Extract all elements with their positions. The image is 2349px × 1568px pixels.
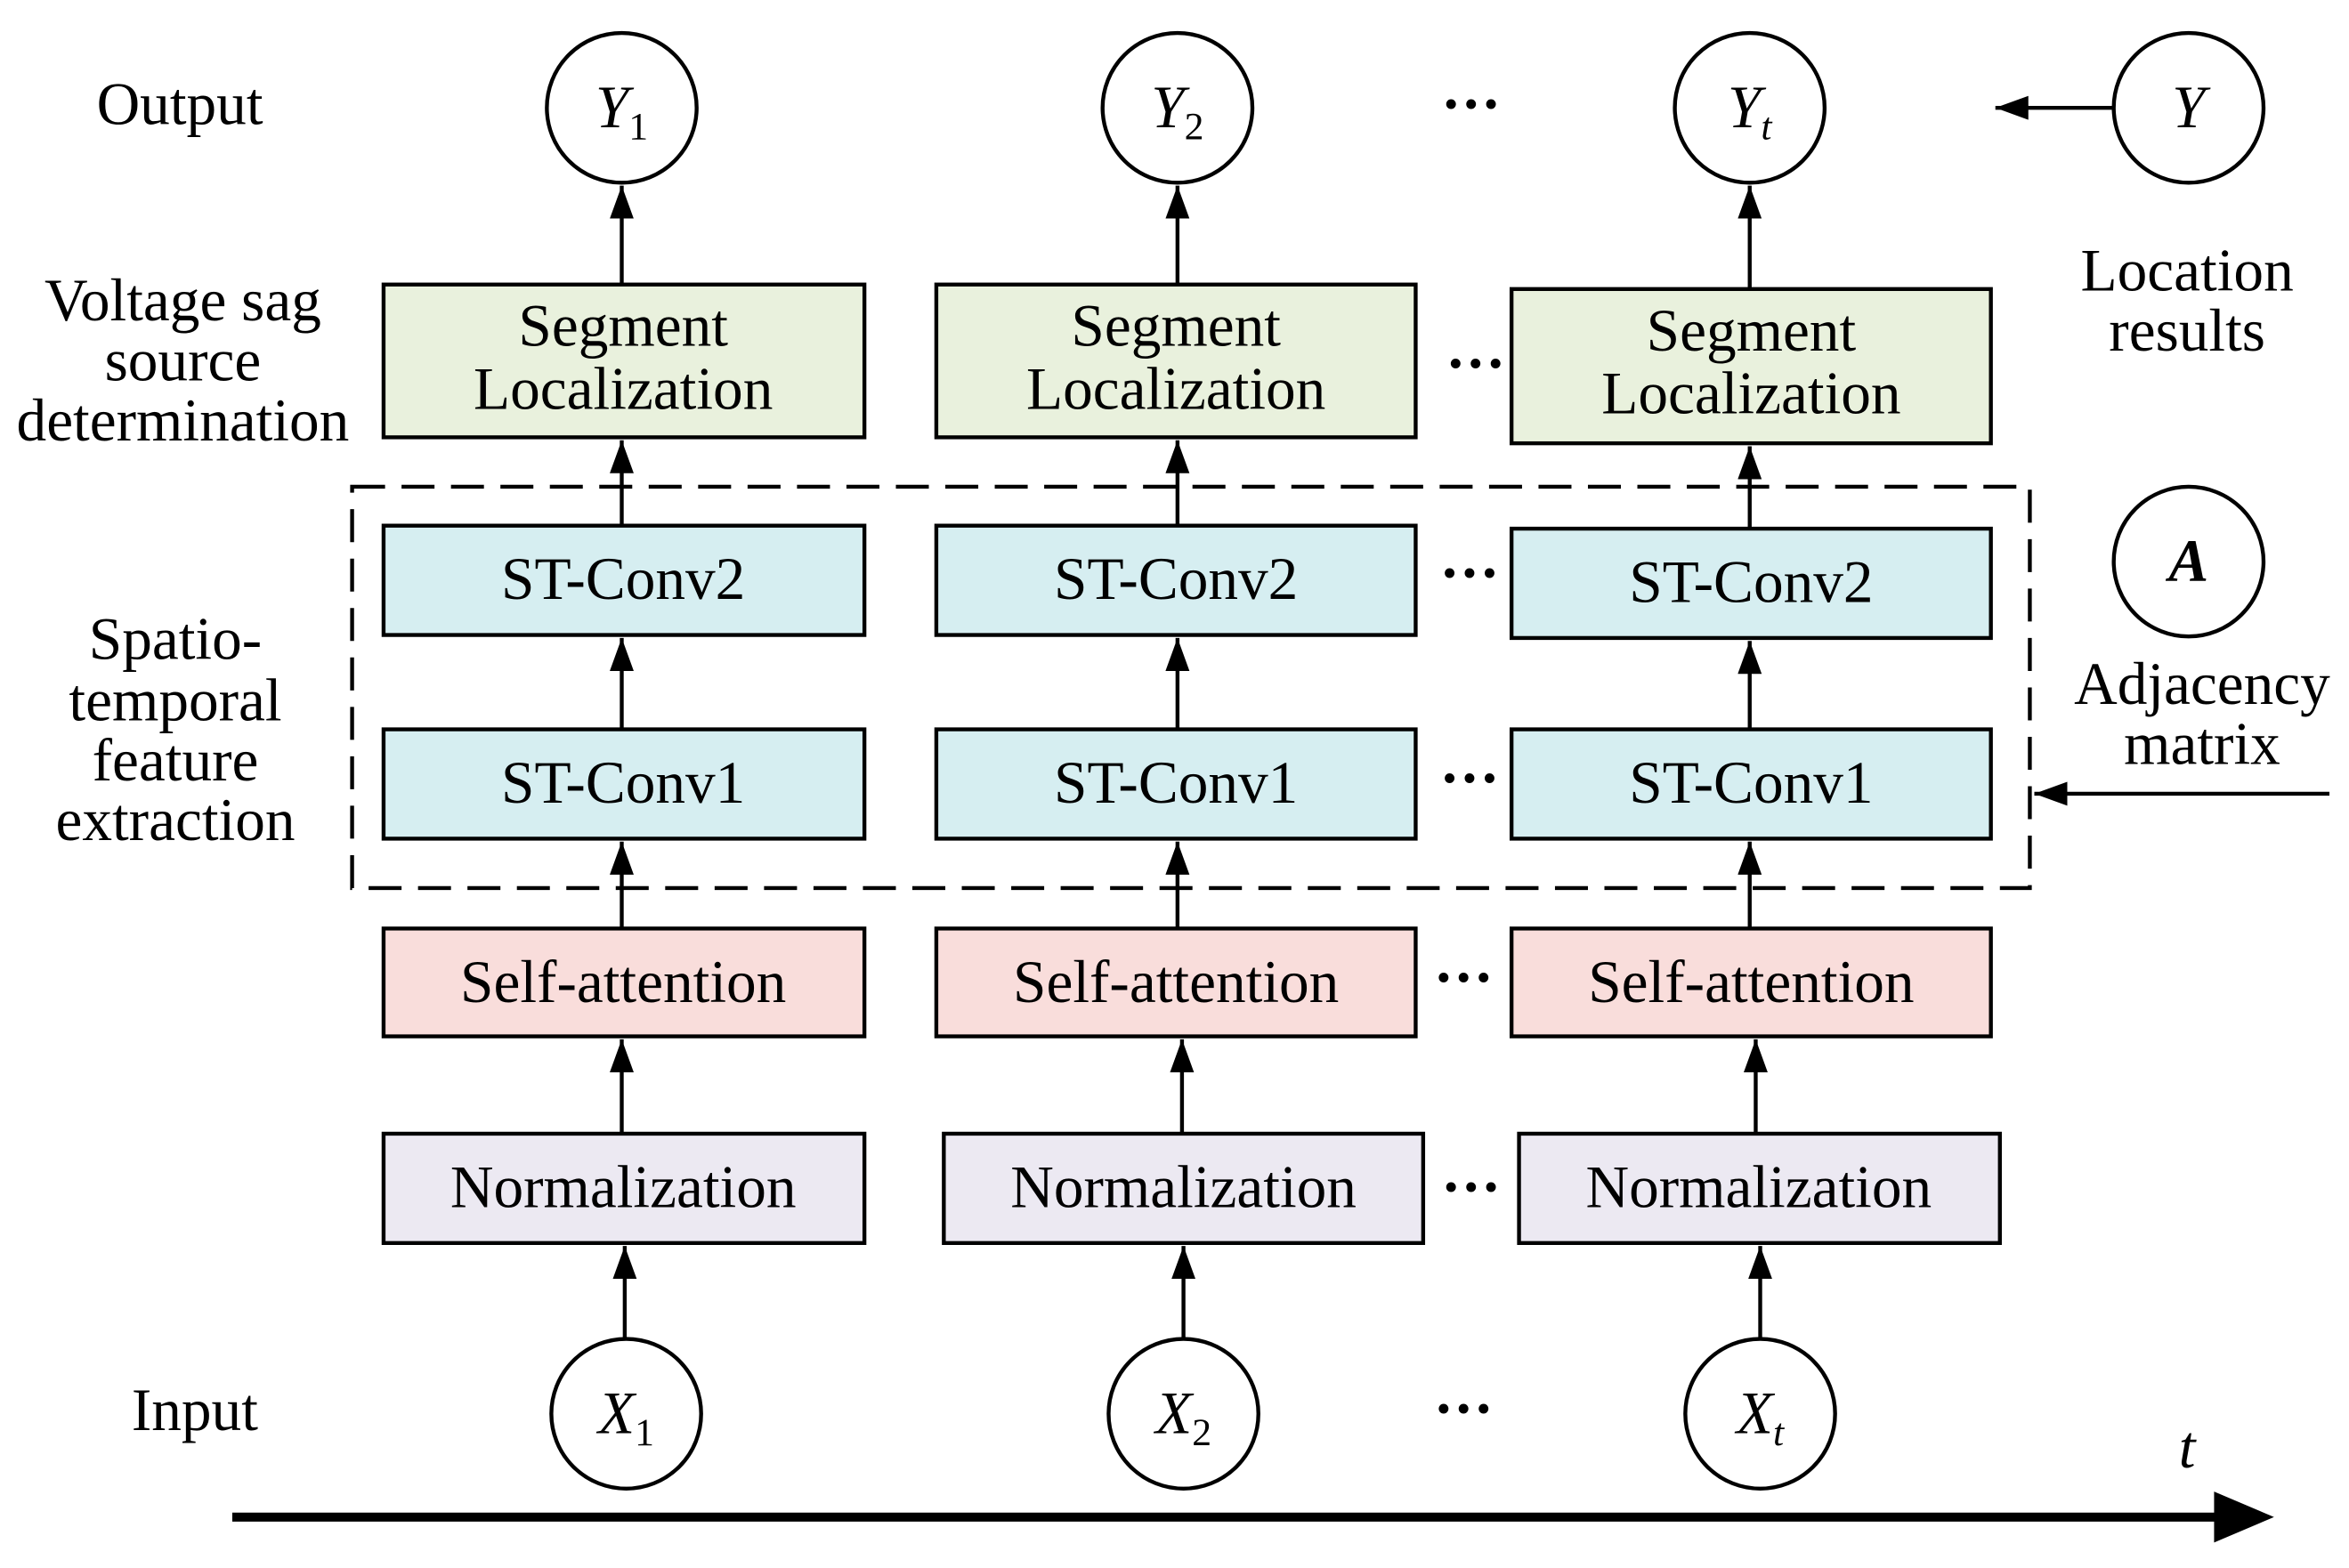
output-node-subscript: t [1761,106,1773,149]
st-conv2-box [934,523,1418,637]
st-conv1-label: ST-Conv1 [501,749,745,816]
st-conv1-label: ST-Conv1 [1054,749,1298,816]
column-1: Y1 Segment Localization ST-Conv2 ST-Conv… [381,30,867,1491]
time-axis-label: t [2179,1414,2198,1481]
st-conv2-box [381,523,867,637]
input-node-label: X2 [1153,1380,1211,1454]
output-node-letter: Y [595,74,635,141]
output-node-subscript: 1 [628,106,648,149]
input-node-letter: X [1153,1380,1195,1447]
segment-localization-line1: Segment [1647,297,1857,364]
segment-localization-box [381,282,867,440]
output-node [545,30,699,185]
self-attention-box [1509,926,1993,1039]
row-label-feature-line2: temporal [69,667,281,733]
row-label-input: Input [132,1377,258,1443]
input-node-letter: X [1734,1380,1776,1447]
location-label-line1: Location [2081,237,2294,303]
input-node-subscript: 1 [635,1411,654,1454]
normalization-box [942,1131,1426,1245]
st-conv1-box [934,727,1418,841]
normalization-box [381,1131,867,1245]
output-node-letter: Y [1151,74,1190,141]
self-attention-box [381,926,867,1039]
row-label-output: Output [97,71,263,138]
self-attention-label: Self-attention [1013,949,1339,1015]
row-label-determination-line3: determination [17,387,350,454]
input-node-subscript: t [1773,1411,1786,1454]
ellipsis-stconv2-row: ··· [1439,539,1499,606]
ellipsis-segment-row: ··· [1446,330,1505,397]
input-node [1106,1337,1260,1491]
segment-localization-line1: Segment [518,293,728,360]
adjacency-label-line1: Adjacency [2074,651,2330,717]
row-label-feature-line3: feature [93,727,259,794]
st-conv1-label: ST-Conv1 [1629,749,1873,816]
input-node [549,1337,703,1491]
input-node-subscript: 2 [1192,1411,1211,1454]
row-label-feature-line1: Spatio- [89,605,262,672]
st-conv1-box [381,727,867,841]
ellipses: ··· ··· ··· ··· ··· ··· ··· [1434,71,1506,1443]
input-node-label: X1 [595,1380,654,1454]
output-node-letter: Y [1728,74,1767,141]
segment-localization-line2: Localization [474,355,773,422]
row-label-determination-line2: source [105,327,262,393]
location-results: Y Location results [1995,30,2294,364]
ellipsis-selfattention-row: ··· [1434,944,1494,1011]
self-attention-label: Self-attention [460,949,786,1015]
normalization-box [1517,1131,2002,1245]
input-node-letter: X [595,1380,637,1447]
normalization-label: Normalization [450,1153,797,1220]
time-axis-arrowhead [2214,1491,2274,1543]
normalization-label: Normalization [1010,1153,1357,1220]
output-node [1673,30,1827,185]
segment-localization-line2: Localization [1026,355,1325,422]
adjacency-label-line2: matrix [2124,710,2280,777]
output-node-label: Y1 [595,74,648,148]
spatio-temporal-region [350,484,2032,891]
location-node-letter: Y [2172,74,2211,141]
time-axis: t [231,1414,2274,1543]
segment-localization-line2: Localization [1601,360,1900,426]
input-node-label: Xt [1734,1380,1786,1454]
column-t: Yt Segment Localization ST-Conv2 ST-Conv… [1509,30,2002,1491]
ellipsis-output-row: ··· [1441,71,1501,138]
st-conv2-label: ST-Conv2 [1629,549,1873,616]
self-attention-label: Self-attention [1588,949,1914,1015]
ellipsis-input-row: ··· [1434,1375,1494,1442]
row-label-feature-line4: extraction [55,787,295,853]
st-conv2-box [1509,526,1993,641]
location-label-line2: results [2109,297,2265,364]
output-node [1100,30,1255,185]
column-2: Y2 Segment Localization ST-Conv2 ST-Conv… [934,30,1426,1491]
st-conv1-box [1509,727,1993,841]
output-node-subscript: 2 [1185,106,1204,149]
st-conv2-label: ST-Conv2 [501,546,745,612]
segment-localization-line1: Segment [1071,293,1281,360]
output-node-label: Yt [1728,74,1773,148]
self-attention-box [934,926,1418,1039]
output-node-label: Y2 [1151,74,1203,148]
segment-localization-box [934,282,1418,440]
st-conv2-label: ST-Conv2 [1054,546,1298,612]
ellipsis-normalization-row: ··· [1441,1153,1501,1220]
location-node [2111,30,2266,185]
adjacency-matrix: A Adjacency matrix [2034,484,2330,806]
adjacency-node [2111,484,2266,639]
ellipsis-stconv1-row: ··· [1439,745,1499,812]
segment-localization-box [1509,287,1993,446]
row-labels: Output Voltage sag source determination … [17,71,350,1443]
row-label-determination-line1: Voltage sag [45,267,321,334]
input-node [1683,1337,1837,1491]
normalization-label: Normalization [1585,1153,1932,1220]
adjacency-node-letter: A [2165,528,2208,594]
